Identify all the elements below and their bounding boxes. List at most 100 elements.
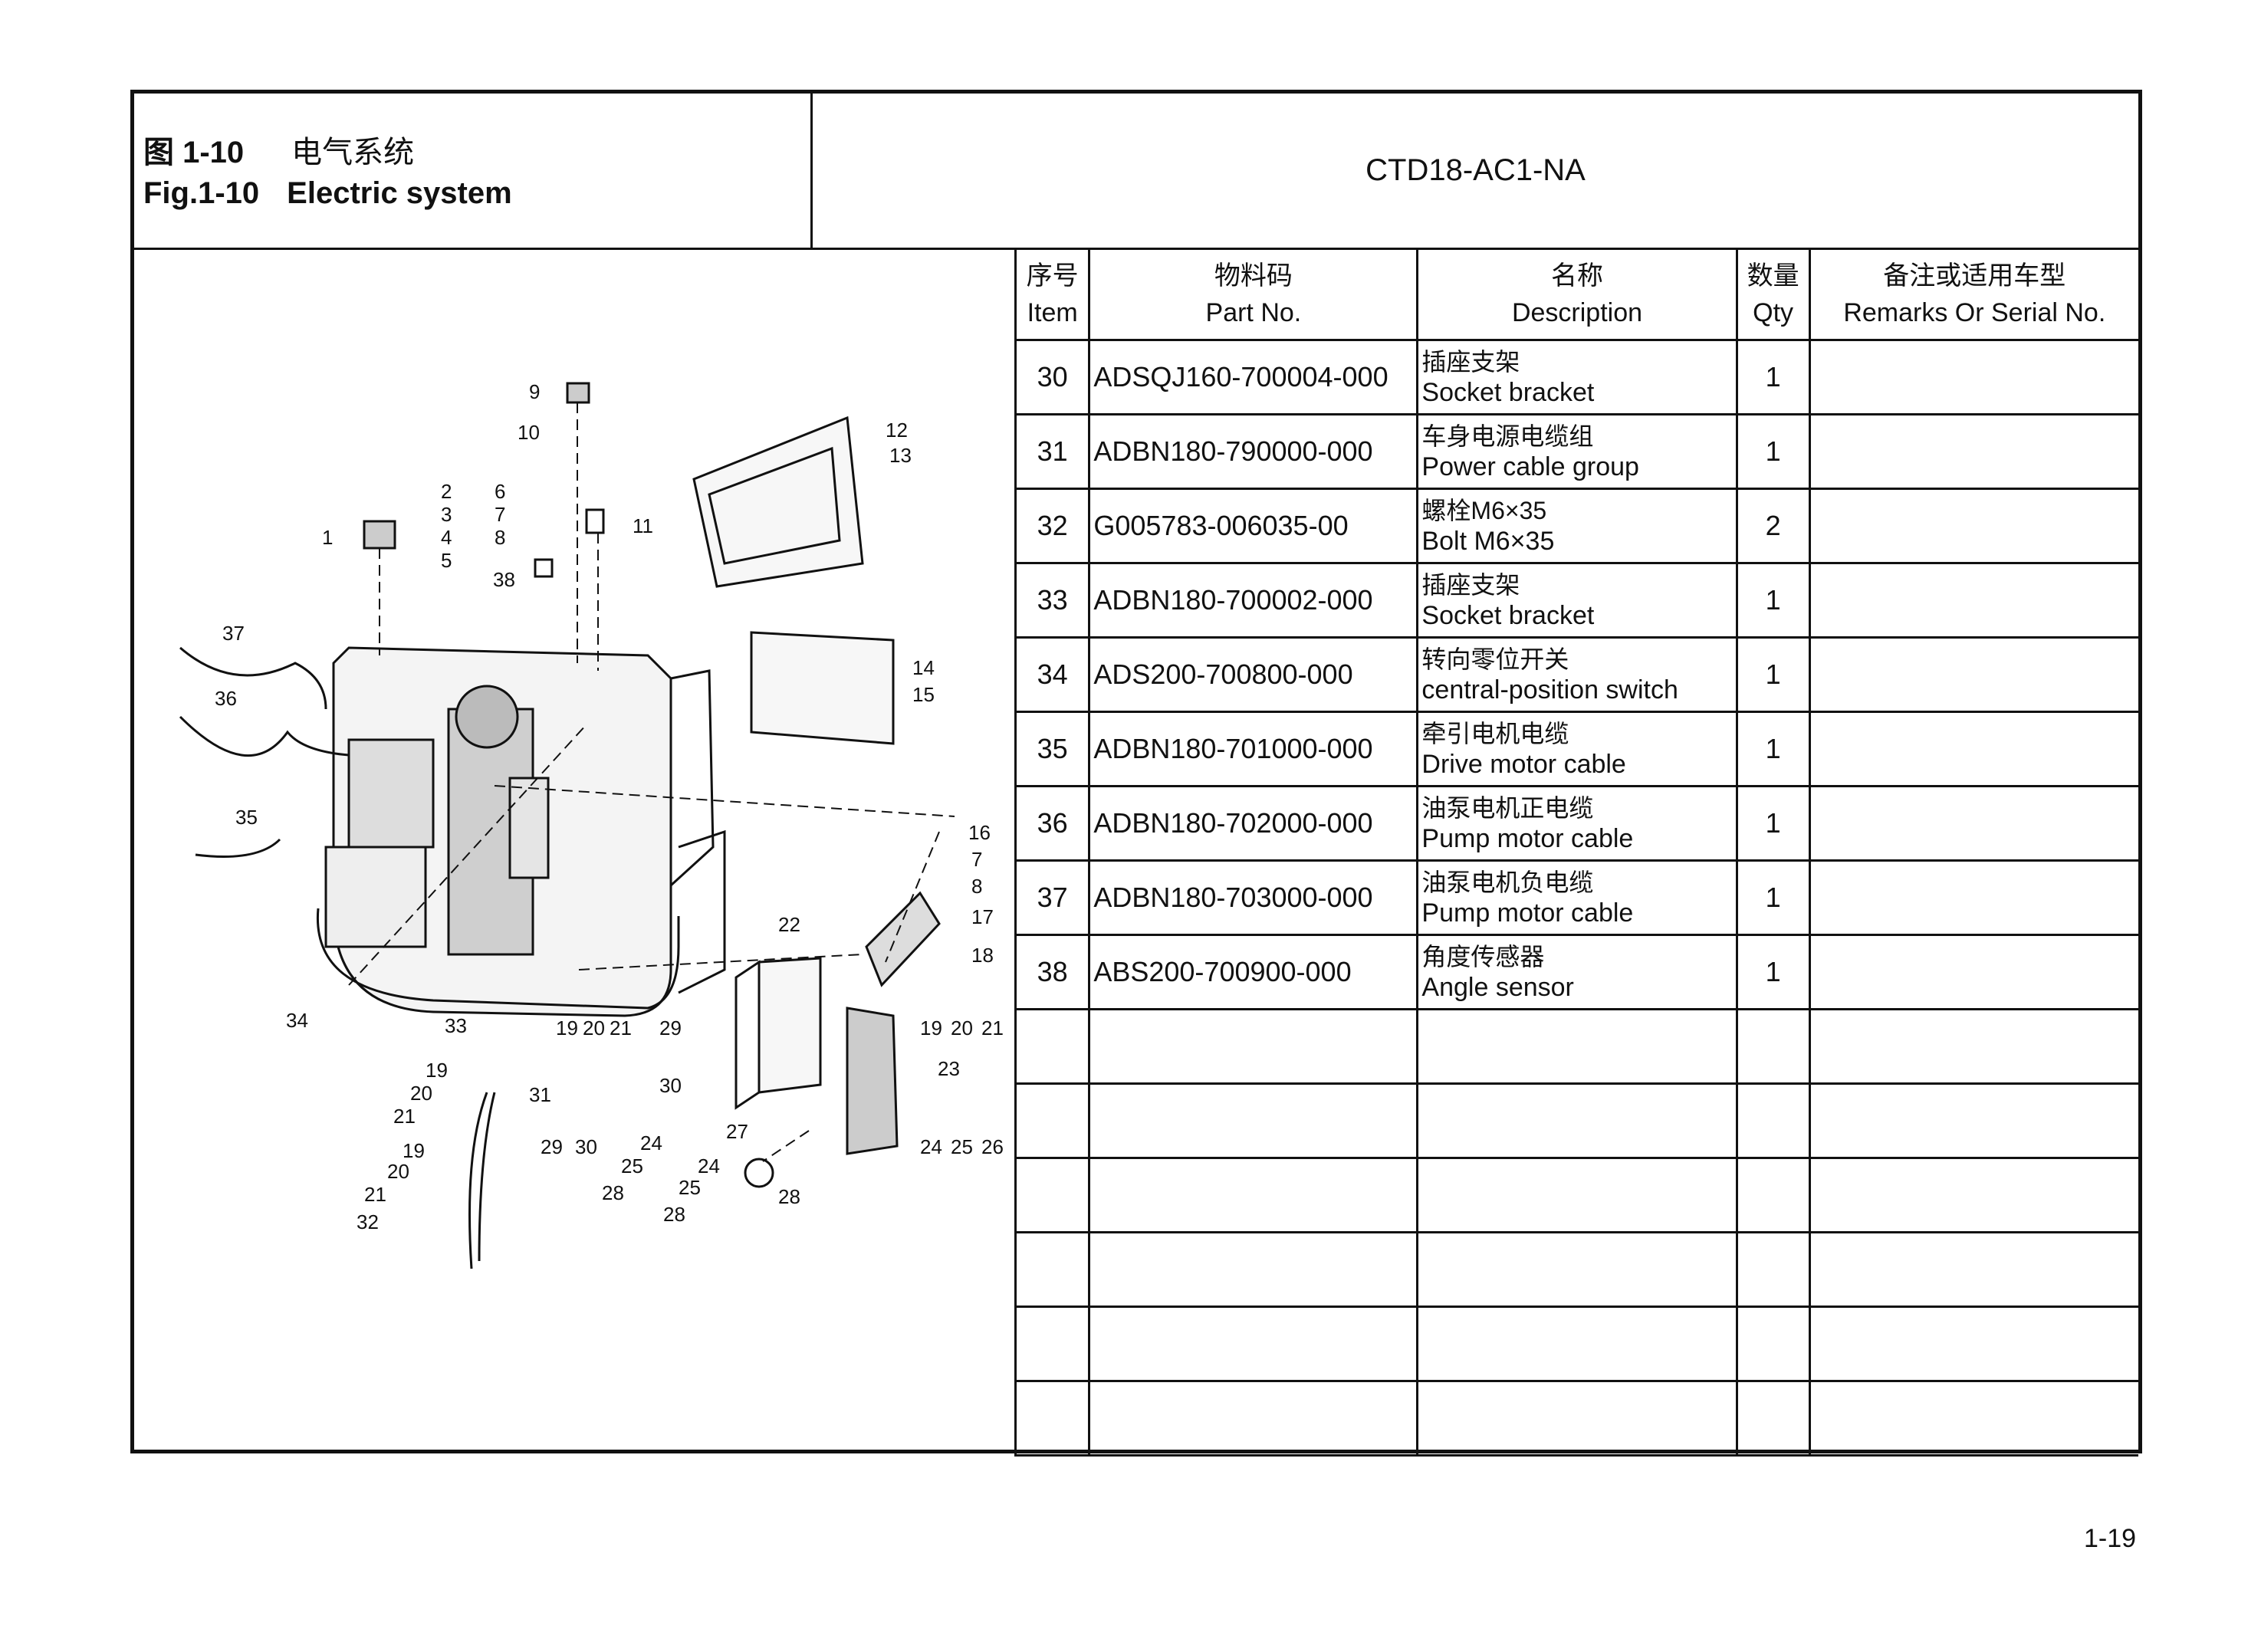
remarks-cell	[1808, 859, 2138, 936]
callout-label: 23	[938, 1057, 960, 1080]
description-cn: 油泵电机负电缆	[1421, 869, 1594, 896]
remarks-cell	[1808, 1008, 2138, 1085]
callout-label: 17	[971, 905, 994, 928]
callout-label: 9	[529, 380, 540, 403]
part-no-cell: ADS200-700800-000	[1088, 636, 1419, 713]
callout-label: 30	[659, 1074, 682, 1097]
qty-cell	[1735, 1231, 1811, 1308]
callout-label: 24	[640, 1131, 662, 1154]
callout-label: 29	[541, 1135, 563, 1158]
qty-cell	[1735, 1306, 1811, 1382]
part-no-cell: ADBN180-703000-000	[1088, 859, 1419, 936]
leader-lines	[348, 402, 955, 1162]
remarks-cell	[1808, 711, 2138, 787]
qty-cell: 1	[1735, 859, 1811, 936]
description-en: Bolt M6×35	[1421, 527, 1555, 556]
callout-label: 38	[493, 568, 515, 591]
remarks-cell	[1808, 339, 2138, 415]
part-no-cell	[1088, 1231, 1419, 1308]
remarks-cell	[1808, 488, 2138, 564]
remarks-cell	[1808, 785, 2138, 862]
qty-cell	[1735, 1157, 1811, 1233]
item-cell: 38	[1014, 934, 1091, 1010]
remarks-cell	[1808, 636, 2138, 713]
part-no-cell	[1088, 1306, 1419, 1382]
diagram-drawing	[179, 382, 941, 1269]
callout-label: 21	[981, 1016, 1004, 1039]
item-cell: 33	[1014, 562, 1091, 639]
callout-label: 25	[621, 1154, 643, 1177]
part-no-cell: ADBN180-702000-000	[1088, 785, 1419, 862]
qty-cell: 1	[1735, 339, 1811, 415]
item-cell	[1014, 1231, 1091, 1308]
callout-label: 29	[659, 1016, 682, 1039]
callout-label: 16	[968, 821, 991, 844]
callout-label: 24	[698, 1154, 720, 1177]
callout-label: 5	[441, 549, 452, 572]
item-cell	[1014, 1306, 1091, 1382]
description-cn: 插座支架	[1421, 571, 1520, 599]
description-cn: 角度传感器	[1421, 943, 1545, 971]
description-cell	[1416, 1231, 1738, 1308]
item-cell: 31	[1014, 413, 1091, 490]
callout-label: 21	[393, 1105, 416, 1128]
qty-cell: 1	[1735, 636, 1811, 713]
callout-label: 10	[518, 421, 540, 444]
callout-label: 35	[235, 806, 258, 829]
part-no-cell: ADSQJ160-700004-000	[1088, 339, 1419, 415]
description-cell	[1416, 1157, 1738, 1233]
description-cn: 牵引电机电缆	[1421, 720, 1569, 747]
qty-cell: 1	[1735, 562, 1811, 639]
item-cell	[1014, 1380, 1091, 1457]
figure-number-cn: 图 1-10	[143, 136, 245, 169]
description-cell	[1416, 1008, 1738, 1085]
item-cell: 35	[1014, 711, 1091, 787]
description-cn: 插座支架	[1421, 348, 1520, 376]
qty-cell: 1	[1735, 711, 1811, 787]
remarks-cell	[1808, 1306, 2138, 1382]
table-row	[1014, 1082, 2138, 1159]
part-no-cell: ADBN180-701000-000	[1088, 711, 1419, 787]
callout-label: 37	[222, 622, 245, 645]
qty-cell	[1735, 1008, 1811, 1085]
callout-label: 8	[971, 875, 982, 898]
description-en: Pump motor cable	[1421, 898, 1634, 928]
title-cn: 电气系统	[291, 136, 415, 169]
callout-label: 19	[556, 1016, 578, 1039]
callout-label: 11	[633, 514, 653, 537]
callout-label: 25	[679, 1176, 701, 1199]
part-no-cell	[1088, 1157, 1419, 1233]
part-no-cell	[1088, 1380, 1419, 1457]
part-no-cell: ADBN180-790000-000	[1088, 413, 1419, 490]
description-cn: 车身电源电缆组	[1421, 422, 1594, 450]
qty-cell	[1735, 1380, 1811, 1457]
description-cn: 油泵电机正电缆	[1421, 794, 1594, 822]
description-cell	[1416, 1082, 1738, 1159]
callout-label: 28	[778, 1185, 800, 1208]
qty-cell: 1	[1735, 413, 1811, 490]
description-en: Power cable group	[1421, 452, 1639, 481]
table-row	[1014, 1157, 2138, 1233]
part-no-cell: ADBN180-700002-000	[1088, 562, 1419, 639]
callout-label: 6	[495, 480, 505, 503]
remarks-cell	[1808, 562, 2138, 639]
callout-label: 19	[426, 1059, 448, 1082]
callout-label: 20	[583, 1016, 605, 1039]
